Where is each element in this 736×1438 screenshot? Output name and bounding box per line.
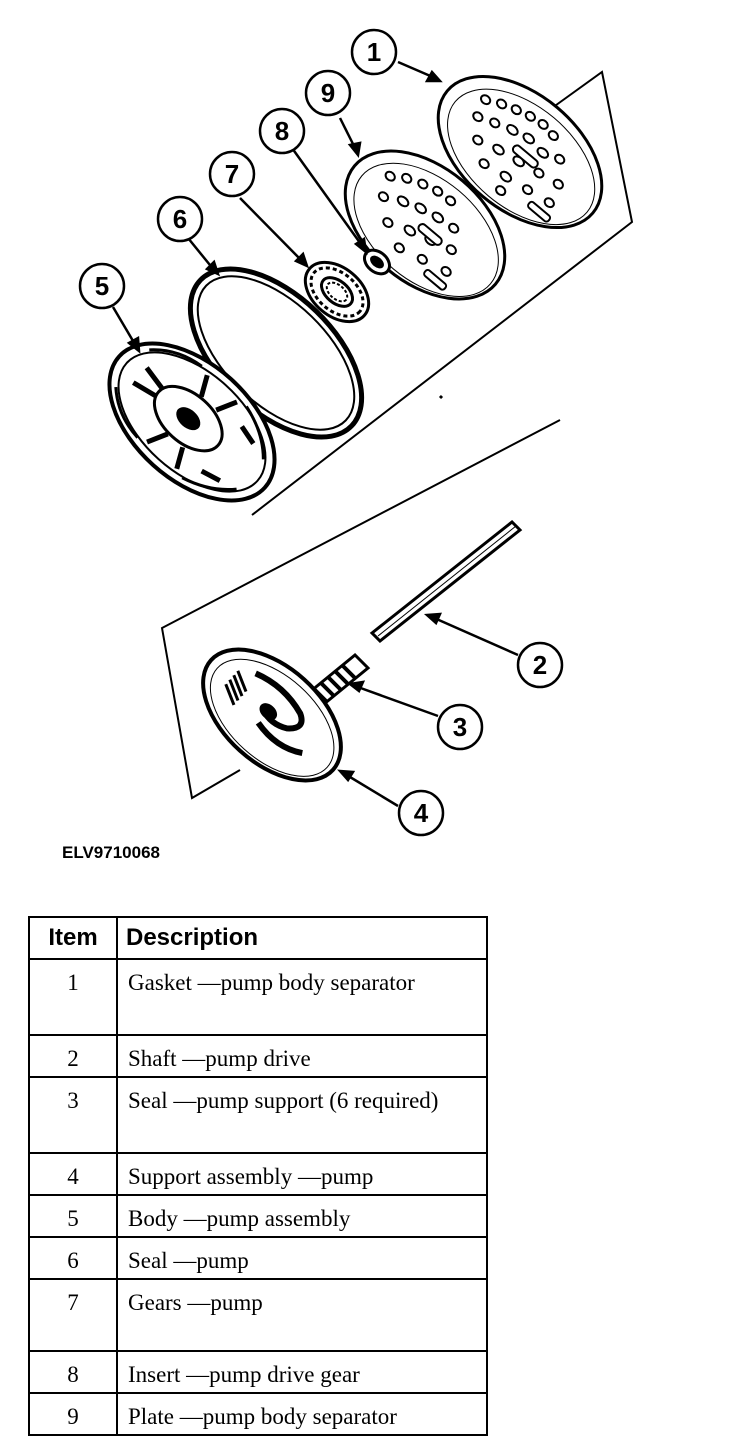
item-description: Shaft —pump drive [116, 1034, 488, 1078]
figure-code: ELV9710068 [62, 843, 160, 862]
callout-circle-3 [436, 703, 484, 751]
callout-label-3: 3 [453, 712, 467, 742]
item-number: 2 [28, 1034, 118, 1078]
callout-label-1: 1 [367, 37, 381, 67]
parts-table: Item Description 1 Gasket —pump body sep… [28, 916, 488, 1436]
table-row: 9 Plate —pump body separator [28, 1392, 488, 1436]
table-row: 4 Support assembly —pump [28, 1152, 488, 1196]
table-row: 3 Seal —pump support (6 required) [28, 1076, 488, 1154]
callout-label-4: 4 [414, 798, 429, 828]
item-number: 1 [28, 958, 118, 1036]
item-description: Gears —pump [116, 1278, 488, 1352]
item-description: Seal —pump support (6 required) [116, 1076, 488, 1154]
item-description: Body —pump assembly [116, 1194, 488, 1238]
item-description: Seal —pump [116, 1236, 488, 1280]
callout-circle-5 [78, 262, 126, 310]
item-number: 7 [28, 1278, 118, 1352]
callout-circle-9 [304, 69, 352, 117]
item-column-header: Item [28, 916, 118, 960]
table-row: 1 Gasket —pump body separator [28, 958, 488, 1036]
callout-circle-2 [516, 641, 564, 689]
table-row: 7 Gears —pump [28, 1278, 488, 1352]
table-row: 2 Shaft —pump drive [28, 1034, 488, 1078]
item-number: 4 [28, 1152, 118, 1196]
item-description: Support assembly —pump [116, 1152, 488, 1196]
plane-outline [160, 70, 634, 800]
callout-label-8: 8 [275, 116, 289, 146]
part-gasket [436, 74, 604, 230]
callout-circle-8 [258, 107, 306, 155]
table-row: 6 Seal —pump [28, 1236, 488, 1280]
item-description: Insert —pump drive gear [116, 1350, 488, 1394]
callout-circles [78, 28, 564, 837]
callout-circle-7 [208, 150, 256, 198]
part-insert [362, 248, 392, 276]
item-number: 5 [28, 1194, 118, 1238]
callout-circle-6 [156, 195, 204, 243]
callout-label-9: 9 [321, 78, 335, 108]
callout-circle-1 [350, 28, 398, 76]
table-header-row: Item Description [28, 916, 488, 960]
callout-label-5: 5 [95, 271, 109, 301]
part-support-assembly [201, 647, 343, 783]
callout-label-7: 7 [225, 159, 239, 189]
callout-leaders [111, 60, 519, 808]
exploded-pump-diagram: 1 2 3 4 5 6 7 8 9 [78, 28, 634, 837]
item-description: Plate —pump body separator [116, 1392, 488, 1436]
part-drive-shaft [369, 519, 523, 644]
part-pump-body [107, 341, 277, 503]
table-row: 5 Body —pump assembly [28, 1194, 488, 1238]
callout-label-2: 2 [533, 650, 547, 680]
part-gears [303, 260, 371, 324]
description-column-header: Description [116, 916, 488, 960]
callout-label-6: 6 [173, 204, 187, 234]
item-number: 8 [28, 1350, 118, 1394]
callout-circle-4 [397, 789, 445, 837]
table-row: 8 Insert —pump drive gear [28, 1350, 488, 1394]
item-description: Gasket —pump body separator [116, 958, 488, 1036]
callout-labels: 1 2 3 4 5 6 7 8 9 [95, 37, 547, 828]
item-number: 3 [28, 1076, 118, 1154]
item-number: 9 [28, 1392, 118, 1436]
item-number: 6 [28, 1236, 118, 1280]
